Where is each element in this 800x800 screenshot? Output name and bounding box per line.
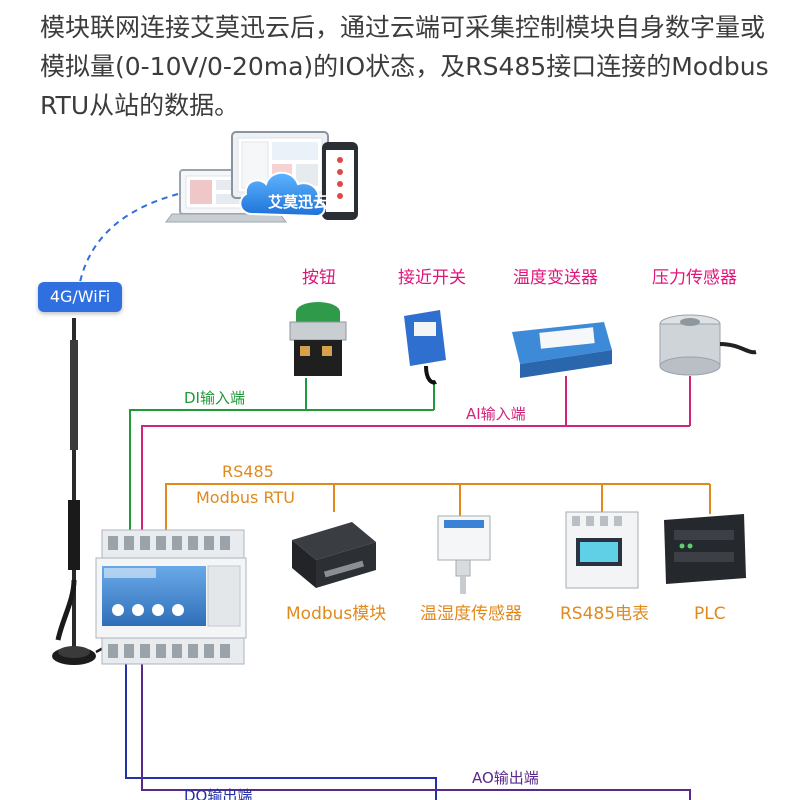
di-bus-lines [129,378,435,530]
device-label-button: 按钮 [302,268,336,288]
device-label-plc: PLC [694,604,726,624]
rs485-label: RS485 [222,462,274,481]
ai-bus-lines [141,376,691,530]
cloud-label: 艾莫迅云 [267,193,328,211]
do-bus-label: DO输出端 [184,787,253,800]
rs485-bus-lines [165,483,711,530]
humidity-sensor-icon [437,515,491,594]
device-label-pressure-sensor: 压力传感器 [652,268,737,288]
modbus-module-icon [292,522,376,588]
proximity-switch-icon [404,310,446,385]
plc-icon [664,514,746,584]
modbus-rtu-label: Modbus RTU [196,488,295,507]
temperature-transmitter-icon [512,322,612,378]
di-bus-label: DI输入端 [184,389,245,407]
io-module-device [95,529,247,665]
rs485-meter-icon [565,511,639,589]
device-label-modbus-module: Modbus模块 [286,604,387,624]
intro-paragraph: 模块联网连接艾莫迅云后，通过云端可采集控制模块自身数字量或模拟量(0-10V/0… [40,13,769,120]
ai-bus-label: AI输入端 [466,405,526,423]
ao-bus-lines [141,664,691,800]
device-label-temperature-transmitter: 温度变送器 [513,268,598,288]
push-button-icon [289,302,347,376]
connectivity-badge: 4G/WiFi [38,282,122,312]
pressure-sensor-icon [659,314,757,376]
do-bus-lines [125,664,437,800]
device-label-proximity-switch: 接近开关 [398,268,466,288]
device-label-humidity-sensor: 温湿度传感器 [420,604,522,624]
device-label-rs485-meter: RS485电表 [560,604,650,624]
ao-bus-label: AO输出端 [472,769,539,787]
cloud-icon [239,171,326,218]
wireless-link-line [79,193,179,283]
phone-icon [322,142,358,220]
